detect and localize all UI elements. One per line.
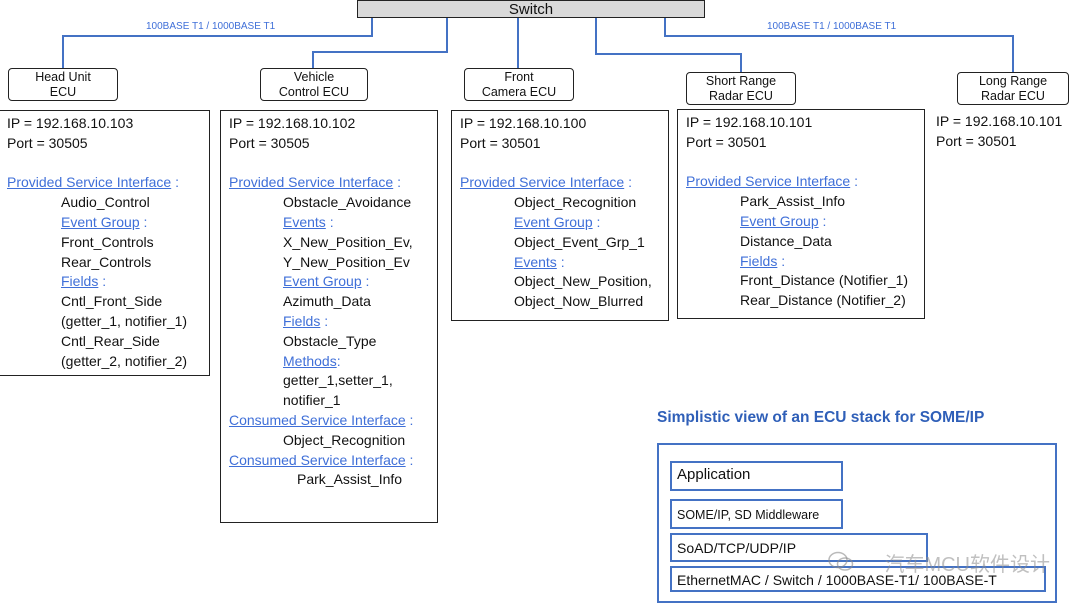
link-label-right: 100BASE T1 / 1000BASE T1 [767,21,897,32]
service-name: Audio_Control [61,194,150,211]
fields-link[interactable]: Fields [61,273,99,290]
field-item: Cntl_Rear_Side [61,332,160,349]
events-link[interactable]: Events [283,213,326,230]
consumed-interface-link[interactable]: Consumed Service Interface [229,411,406,428]
events-link[interactable]: Events [514,253,557,270]
event-item: Y_New_Position_Ev [283,253,410,270]
ecu-tag-long-range-radar: Long Range Radar ECU [957,72,1069,105]
link-vehicle-control [312,17,448,69]
event-item: Object_Now_Blurred [514,293,644,310]
link-short-range-radar [595,17,742,73]
link-label-left: 100BASE T1 / 1000BASE T1 [146,21,276,32]
methods-link[interactable]: Methods [283,352,337,369]
field-item: Obstacle_Type [283,332,377,349]
event-group-link[interactable]: Event Group [740,212,819,229]
method-item: getter_1,setter_1, [283,372,393,389]
event-group-item: Distance_Data [740,232,832,249]
provided-interface-link[interactable]: Provided Service Interface [686,173,851,190]
ecu-tag-line: Camera ECU [481,85,557,99]
ecu-tag-short-range-radar: Short Range Radar ECU [686,72,796,105]
field-item: (getter_1, notifier_1) [61,312,188,329]
ecu-tag-line: Radar ECU [709,89,773,103]
link-long-range-radar [664,17,1014,72]
fields-link[interactable]: Fields [283,312,321,329]
event-group-item: Object_Event_Grp_1 [514,233,645,250]
provided-interface-link[interactable]: Provided Service Interface [460,174,625,191]
info-long-range-radar: IP = 192.168.10.101 Port = 30501 [936,112,1062,152]
event-group-link[interactable]: Event Group [514,213,593,230]
ecu-tag-line: Radar ECU [981,89,1045,103]
panel-short-range-radar: IP = 192.168.10.101 Port = 30501 Provide… [677,109,925,319]
consumed-service: Object_Recognition [283,431,406,448]
ecu-tag-front-camera: Front Camera ECU [464,68,574,101]
service-name: Obstacle_Avoidance [283,194,412,211]
field-item: Rear_Distance (Notifier_2) [740,292,906,309]
method-item: notifier_1 [283,392,341,409]
link-head-unit [62,17,373,69]
port: Port = 30501 [686,133,767,150]
panel-head-unit: IP = 192.168.10.103 Port = 30505 Provide… [0,110,210,376]
stack-title: Simplistic view of an ECU stack for SOME… [657,409,985,426]
service-name: Object_Recognition [514,194,637,211]
ip-address: IP = 192.168.10.103 [7,115,134,131]
layer-transport: SoAD/TCP/UDP/IP [670,533,928,562]
provided-interface-link[interactable]: Provided Service Interface [229,174,394,191]
ecu-tag-line: ECU [49,85,77,99]
event-group-item: Azimuth_Data [283,293,371,310]
consumed-service: Park_Assist_Info [297,471,403,488]
ecu-tag-line: Front [504,70,534,84]
ip-address: IP = 192.168.10.101 [686,114,813,130]
service-name: Park_Assist_Info [740,193,846,210]
ip-address: IP = 192.168.10.100 [460,115,587,131]
field-item: Front_Distance (Notifier_1) [740,272,909,289]
layer-middleware: SOME/IP, SD Middleware [670,499,843,529]
ecu-tag-vehicle-control: Vehicle Control ECU [260,68,368,101]
field-item: (getter_2, notifier_2) [61,352,188,369]
event-group-link[interactable]: Event Group [283,273,362,290]
fields-link[interactable]: Fields [740,252,778,269]
port: Port = 30501 [936,132,1017,149]
ecu-tag-head-unit: Head Unit ECU [8,68,118,101]
ecu-stack-box [657,443,1057,603]
consumed-interface-link[interactable]: Consumed Service Interface [229,451,406,468]
switch-box: Switch [357,0,705,18]
ecu-tag-line: Short Range [705,74,777,88]
event-item: X_New_Position_Ev, [283,233,413,250]
event-group-item: Front_Controls [61,233,154,250]
event-group-item: Rear_Controls [61,253,152,270]
panel-front-camera: IP = 192.168.10.100 Port = 30501 Provide… [451,110,669,321]
ecu-tag-line: Control ECU [278,85,350,99]
provided-interface-link[interactable]: Provided Service Interface [7,174,172,191]
port: Port = 30505 [229,134,310,151]
ecu-tag-line: Long Range [978,74,1048,88]
ecu-tag-line: Head Unit [35,70,91,84]
port: Port = 30505 [7,134,88,151]
event-item: Object_New_Position, [514,273,652,290]
ip-address: IP = 192.168.10.101 [936,113,1063,129]
panel-vehicle-control: IP = 192.168.10.102 Port = 30505 Provide… [220,110,438,523]
port: Port = 30501 [460,134,541,151]
layer-ethernet: EthernetMAC / Switch / 1000BASE-T1/ 100B… [670,566,1046,592]
field-item: Cntl_Front_Side [61,293,163,310]
layer-application: Application [670,461,843,491]
ecu-tag-line: Vehicle [293,70,335,84]
ip-address: IP = 192.168.10.102 [229,115,356,131]
watermark-text: 汽车MCU软件设计 [884,554,1050,576]
wechat-logo-icon [828,551,854,571]
event-group-link[interactable]: Event Group [61,213,140,230]
